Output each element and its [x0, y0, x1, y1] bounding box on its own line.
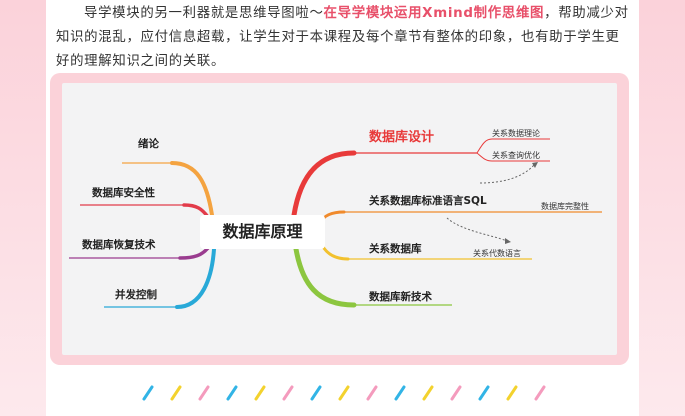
decorative-dash: [170, 385, 182, 401]
page-background-right: [639, 0, 685, 416]
relation-arrowhead-lower: [505, 238, 511, 244]
decorative-dash: [310, 385, 322, 401]
decorative-dash: [254, 385, 266, 401]
branch-design: [291, 150, 357, 218]
central-topic[interactable]: 数据库原理: [200, 215, 325, 249]
subtopic-algebra[interactable]: 关系代数语言: [473, 249, 521, 258]
intro-paragraph: 导学模块的另一利器就是思维导图啦～在导学模块运用Xmind制作思维图，帮助减少对…: [56, 2, 631, 74]
relation-arrowhead-upper: [532, 162, 538, 168]
topic-sql[interactable]: 关系数据库标准语言SQL: [369, 195, 487, 207]
connector-theory: [476, 138, 493, 154]
topic-concurrency[interactable]: 并发控制: [115, 289, 157, 301]
relation-arrow-lower: [446, 217, 508, 242]
mindmap-canvas: 数据库原理 绪论 数据库安全性 数据库恢复技术 并发控制 数据库设计 关系数据库…: [62, 83, 617, 355]
branch-concurrency: [175, 247, 216, 309]
branch-newtech: [293, 246, 357, 308]
branch-intro: [170, 161, 214, 217]
mindmap-frame: 数据库原理 绪论 数据库安全性 数据库恢复技术 并发控制 数据库设计 关系数据库…: [50, 73, 629, 365]
content-card: 导学模块的另一利器就是思维导图啦～在导学模块运用Xmind制作思维图，帮助减少对…: [46, 0, 639, 416]
decorative-dash: [450, 385, 462, 401]
decorative-dash: [506, 385, 518, 401]
decorative-dash: [534, 385, 546, 401]
decorative-dash: [394, 385, 406, 401]
central-topic-label: 数据库原理: [222, 222, 303, 241]
paragraph-text-before: 导学模块的另一利器就是思维导图啦～: [84, 6, 324, 21]
topic-security[interactable]: 数据库安全性: [92, 187, 155, 199]
topic-relational[interactable]: 关系数据库: [369, 243, 422, 255]
subtopic-query-optimization[interactable]: 关系查询优化: [492, 151, 540, 160]
topic-recovery[interactable]: 数据库恢复技术: [82, 239, 156, 251]
decorative-dash: [338, 385, 350, 401]
connector-queryopt: [476, 152, 493, 162]
relation-arrow-upper: [479, 164, 535, 184]
mindmap-branches: [69, 138, 602, 309]
topic-intro[interactable]: 绪论: [138, 138, 159, 150]
decorative-dash: [282, 385, 294, 401]
page-background-left: [0, 0, 46, 416]
decorative-dash: [226, 385, 238, 401]
decorative-dash: [142, 385, 154, 401]
topic-newtech[interactable]: 数据库新技术: [369, 291, 432, 303]
paragraph-text-after: ，帮助减少对知识的混乱，应付信息超载，让学生对于本课程及每个章节有整体的印象，也…: [56, 6, 629, 69]
paragraph-highlight: 在导学模块运用Xmind制作思维图: [323, 6, 545, 21]
decorative-dash: [366, 385, 378, 401]
decorative-dash: [198, 385, 210, 401]
subtopic-theory[interactable]: 关系数据理论: [492, 129, 540, 138]
subtopic-integrity[interactable]: 数据库完整性: [541, 202, 589, 211]
decorative-dash: [422, 385, 434, 401]
decorative-dash-divider: [142, 385, 546, 401]
branch-recovery: [178, 246, 210, 260]
topic-design[interactable]: 数据库设计: [369, 130, 435, 145]
decorative-dash: [478, 385, 490, 401]
